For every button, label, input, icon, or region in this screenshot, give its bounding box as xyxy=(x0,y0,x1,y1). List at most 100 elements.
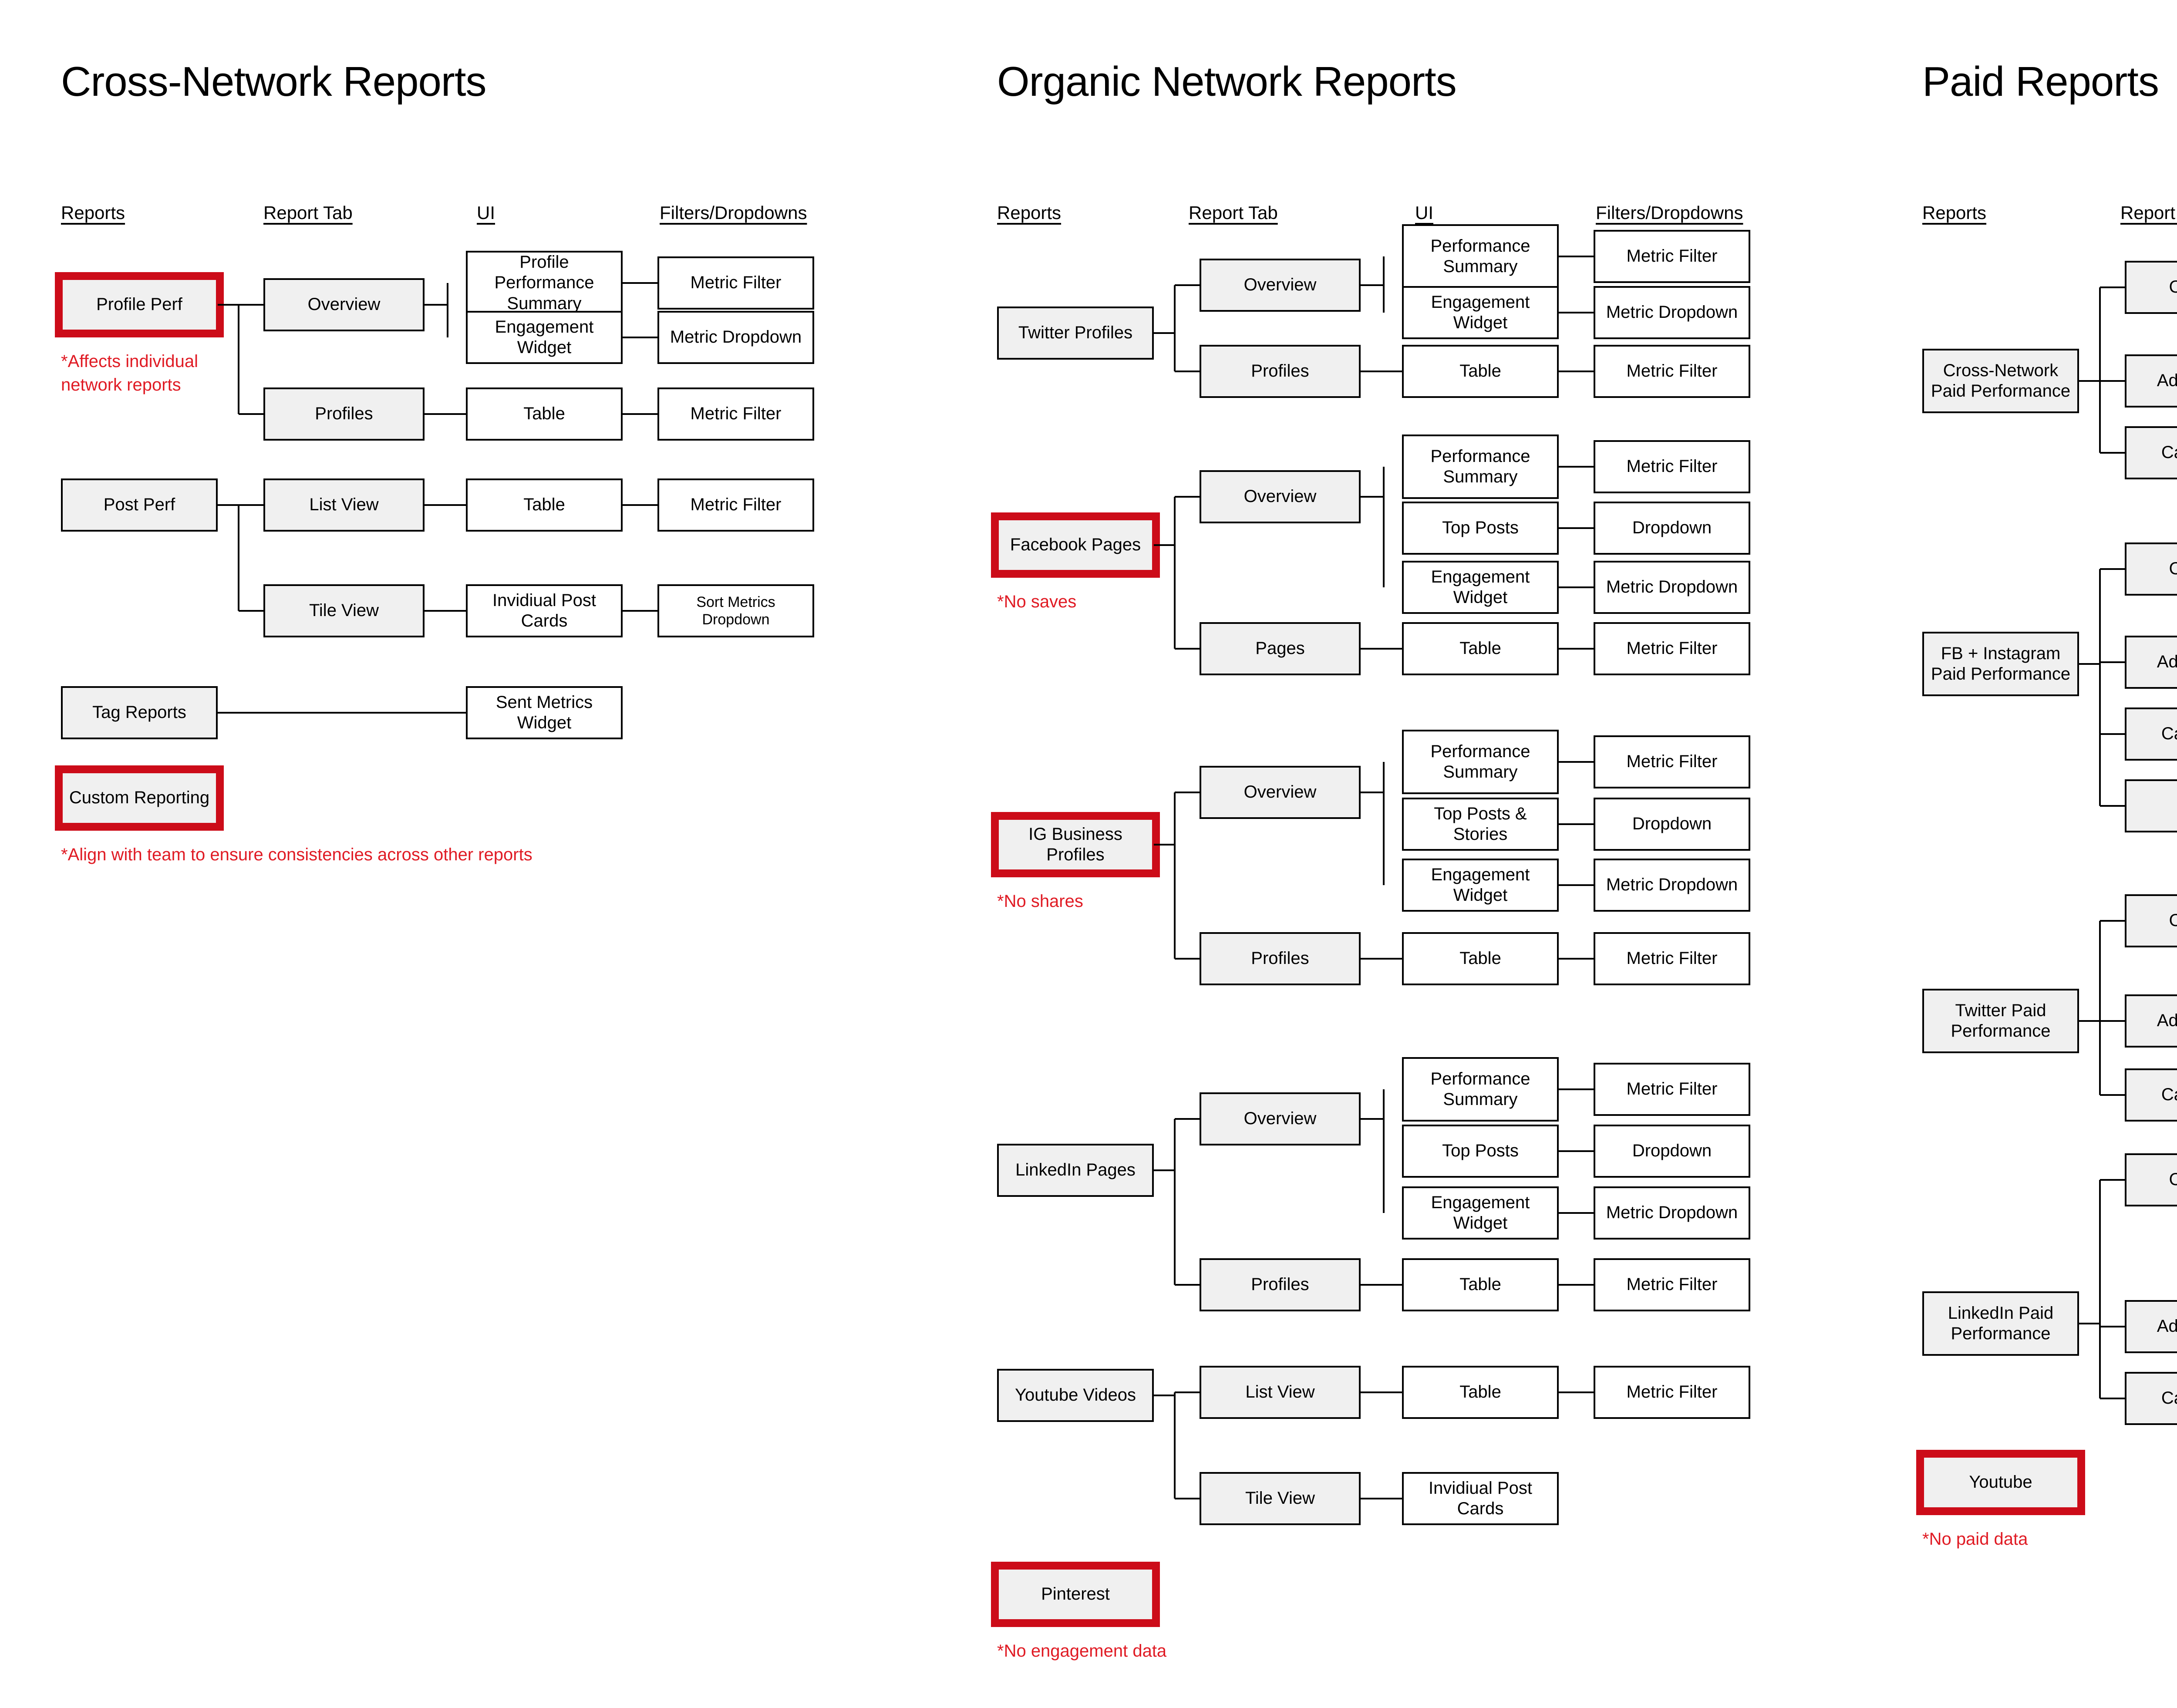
filter-node-metric-filter[interactable]: Metric Filter xyxy=(657,478,814,532)
tab-node-overview[interactable]: Overview xyxy=(1200,1092,1361,1145)
ui-node-top-posts-stories[interactable]: Top Posts & Stories xyxy=(1402,798,1559,851)
ui-node-table[interactable]: Table xyxy=(1402,622,1559,675)
report-node-linkedin-pages[interactable]: LinkedIn Pages xyxy=(997,1144,1154,1197)
ui-node-table[interactable]: Table xyxy=(1402,1366,1559,1419)
ui-node-table[interactable]: Table xyxy=(466,387,623,441)
tab-node-overview[interactable]: Overview xyxy=(1200,259,1361,312)
tab-node-campaigns[interactable]: Campaigns xyxy=(2125,1068,2177,1122)
connector-line xyxy=(1361,792,1384,793)
filter-node-metric-dropdown[interactable]: Metric Dropdown xyxy=(1594,561,1750,614)
filter-node-metric-dropdown[interactable]: Metric Dropdown xyxy=(1594,1186,1750,1240)
tab-node-pages[interactable]: Pages xyxy=(1200,622,1361,675)
tab-node-campaigns[interactable]: Campaigns xyxy=(2125,1372,2177,1425)
filter-node-metric-filter[interactable]: Metric Filter xyxy=(1594,622,1750,675)
report-node-profile-perf[interactable]: Profile Perf xyxy=(55,272,224,337)
ui-node-table[interactable]: Table xyxy=(1402,345,1559,398)
ui-node-table[interactable]: Table xyxy=(466,478,623,532)
ui-node-top-posts[interactable]: Top Posts xyxy=(1402,502,1559,555)
ui-node-engagement-widget[interactable]: Engagement Widget xyxy=(1402,1186,1559,1240)
ui-node-invidiual-post-cards[interactable]: Invidiual Post Cards xyxy=(466,584,623,637)
report-node-pinterest[interactable]: Pinterest xyxy=(991,1562,1160,1627)
ui-node-engagement-widget[interactable]: Engagement Widget xyxy=(466,311,623,364)
report-node-youtube[interactable]: Youtube xyxy=(1916,1450,2085,1515)
connector-line xyxy=(218,712,466,714)
connector-line xyxy=(1559,958,1594,960)
ui-node-sent-metrics-widget[interactable]: Sent Metrics Widget xyxy=(466,686,623,739)
report-node-facebook-pages[interactable]: Facebook Pages xyxy=(991,512,1160,578)
filter-node-dropdown[interactable]: Dropdown xyxy=(1594,798,1750,851)
filter-node-metric-filter[interactable]: Metric Filter xyxy=(1594,1258,1750,1311)
connector-line xyxy=(2100,661,2125,663)
filter-node-metric-filter[interactable]: Metric Filter xyxy=(1594,932,1750,985)
report-node-fb-instagram-paid-performance[interactable]: FB + Instagram Paid Performance xyxy=(1922,632,2079,696)
filter-node-metric-dropdown[interactable]: Metric Dropdown xyxy=(1594,859,1750,912)
tab-node-ad-accounts[interactable]: Ad Accounts xyxy=(2125,636,2177,689)
tab-node-overview[interactable]: Overview xyxy=(2125,261,2177,314)
tab-node-ads[interactable]: Ads xyxy=(2125,779,2177,832)
filter-node-metric-filter[interactable]: Metric Filter xyxy=(1594,345,1750,398)
ui-node-engagement-widget[interactable]: Engagement Widget xyxy=(1402,561,1559,614)
ui-node-performance-summary[interactable]: Performance Summary xyxy=(1402,730,1559,794)
ui-node-engagement-widget[interactable]: Engagement Widget xyxy=(1402,286,1559,339)
filter-node-metric-filter[interactable]: Metric Filter xyxy=(657,387,814,441)
connector-line xyxy=(1175,958,1200,960)
ui-node-performance-summary[interactable]: Performance Summary xyxy=(1402,1057,1559,1122)
report-node-tag-reports[interactable]: Tag Reports xyxy=(61,686,218,739)
tab-node-overview[interactable]: Overview xyxy=(2125,894,2177,947)
ui-node-table[interactable]: Table xyxy=(1402,1258,1559,1311)
tab-node-ad-accounts[interactable]: Ad Accounts xyxy=(2125,354,2177,408)
filter-node-metric-dropdown[interactable]: Metric Dropdown xyxy=(1594,286,1750,339)
ui-node-table[interactable]: Table xyxy=(1402,932,1559,985)
report-node-linkedin-paid-performance[interactable]: LinkedIn Paid Performance xyxy=(1922,1291,2079,1356)
report-node-cross-network-paid-performance[interactable]: Cross-Network Paid Performance xyxy=(1922,349,2079,413)
report-node-youtube-videos[interactable]: Youtube Videos xyxy=(997,1369,1154,1422)
report-node-custom-reporting[interactable]: Custom Reporting xyxy=(55,765,224,831)
tab-node-campaigns[interactable]: Campaigns xyxy=(2125,707,2177,761)
filter-node-sort-metrics-dropdown[interactable]: Sort Metrics Dropdown xyxy=(657,584,814,637)
report-node-twitter-profiles[interactable]: Twitter Profiles xyxy=(997,307,1154,360)
tab-node-list-view[interactable]: List View xyxy=(1200,1366,1361,1419)
ui-node-top-posts[interactable]: Top Posts xyxy=(1402,1125,1559,1178)
tab-node-tile-view[interactable]: Tile View xyxy=(1200,1472,1361,1525)
filter-node-metric-filter[interactable]: Metric Filter xyxy=(1594,230,1750,283)
report-node-post-perf[interactable]: Post Perf xyxy=(61,478,218,532)
tab-node-ad-accounts[interactable]: Ad Accounts xyxy=(2125,994,2177,1048)
tab-node-overview[interactable]: Overview xyxy=(1200,470,1361,523)
connector-line xyxy=(238,305,239,414)
ui-node-performance-summary[interactable]: Performance Summary xyxy=(1402,224,1559,289)
tab-node-overview[interactable]: Overview xyxy=(2125,542,2177,596)
tab-node-profiles[interactable]: Profiles xyxy=(1200,1258,1361,1311)
connector-line xyxy=(1361,371,1402,372)
filter-node-metric-filter[interactable]: Metric Filter xyxy=(1594,1063,1750,1116)
filter-node-dropdown[interactable]: Dropdown xyxy=(1594,1125,1750,1178)
column-title: Paid Reports xyxy=(1922,58,2159,105)
column-header: UI xyxy=(1415,202,1433,223)
filter-node-metric-filter[interactable]: Metric Filter xyxy=(1594,735,1750,788)
tab-node-tile-view[interactable]: Tile View xyxy=(263,584,425,637)
ui-node-invidiual-post-cards[interactable]: Invidiual Post Cards xyxy=(1402,1472,1559,1525)
filter-node-dropdown[interactable]: Dropdown xyxy=(1594,502,1750,555)
filter-node-metric-filter[interactable]: Metric Filter xyxy=(657,256,814,310)
tab-node-overview[interactable]: Overview xyxy=(2125,1153,2177,1206)
report-node-twitter-paid-performance[interactable]: Twitter Paid Performance xyxy=(1922,989,2079,1053)
filter-node-metric-filter[interactable]: Metric Filter xyxy=(1594,440,1750,493)
tab-node-list-view[interactable]: List View xyxy=(263,478,425,532)
tab-node-campaigns[interactable]: Campaigns xyxy=(2125,426,2177,479)
tab-node-profiles[interactable]: Profiles xyxy=(263,387,425,441)
tab-node-profiles[interactable]: Profiles xyxy=(1200,932,1361,985)
report-node-ig-business-profiles[interactable]: IG Business Profiles xyxy=(991,812,1160,877)
tab-node-overview[interactable]: Overview xyxy=(263,278,425,331)
connector-line xyxy=(2100,452,2125,454)
connector-line xyxy=(425,304,448,306)
filter-node-metric-filter[interactable]: Metric Filter xyxy=(1594,1366,1750,1419)
filter-node-metric-dropdown[interactable]: Metric Dropdown xyxy=(657,311,814,364)
tab-node-overview[interactable]: Overview xyxy=(1200,766,1361,819)
ui-node-performance-summary[interactable]: Performance Summary xyxy=(1402,435,1559,499)
connector-line xyxy=(1175,648,1200,650)
connector-line xyxy=(1174,285,1176,371)
tab-node-ad-accounts[interactable]: Ad Accounts xyxy=(2125,1300,2177,1353)
tab-node-profiles[interactable]: Profiles xyxy=(1200,345,1361,398)
ui-node-engagement-widget[interactable]: Engagement Widget xyxy=(1402,859,1559,912)
ui-node-profile-performance-summary[interactable]: Profile Performance Summary xyxy=(466,251,623,315)
